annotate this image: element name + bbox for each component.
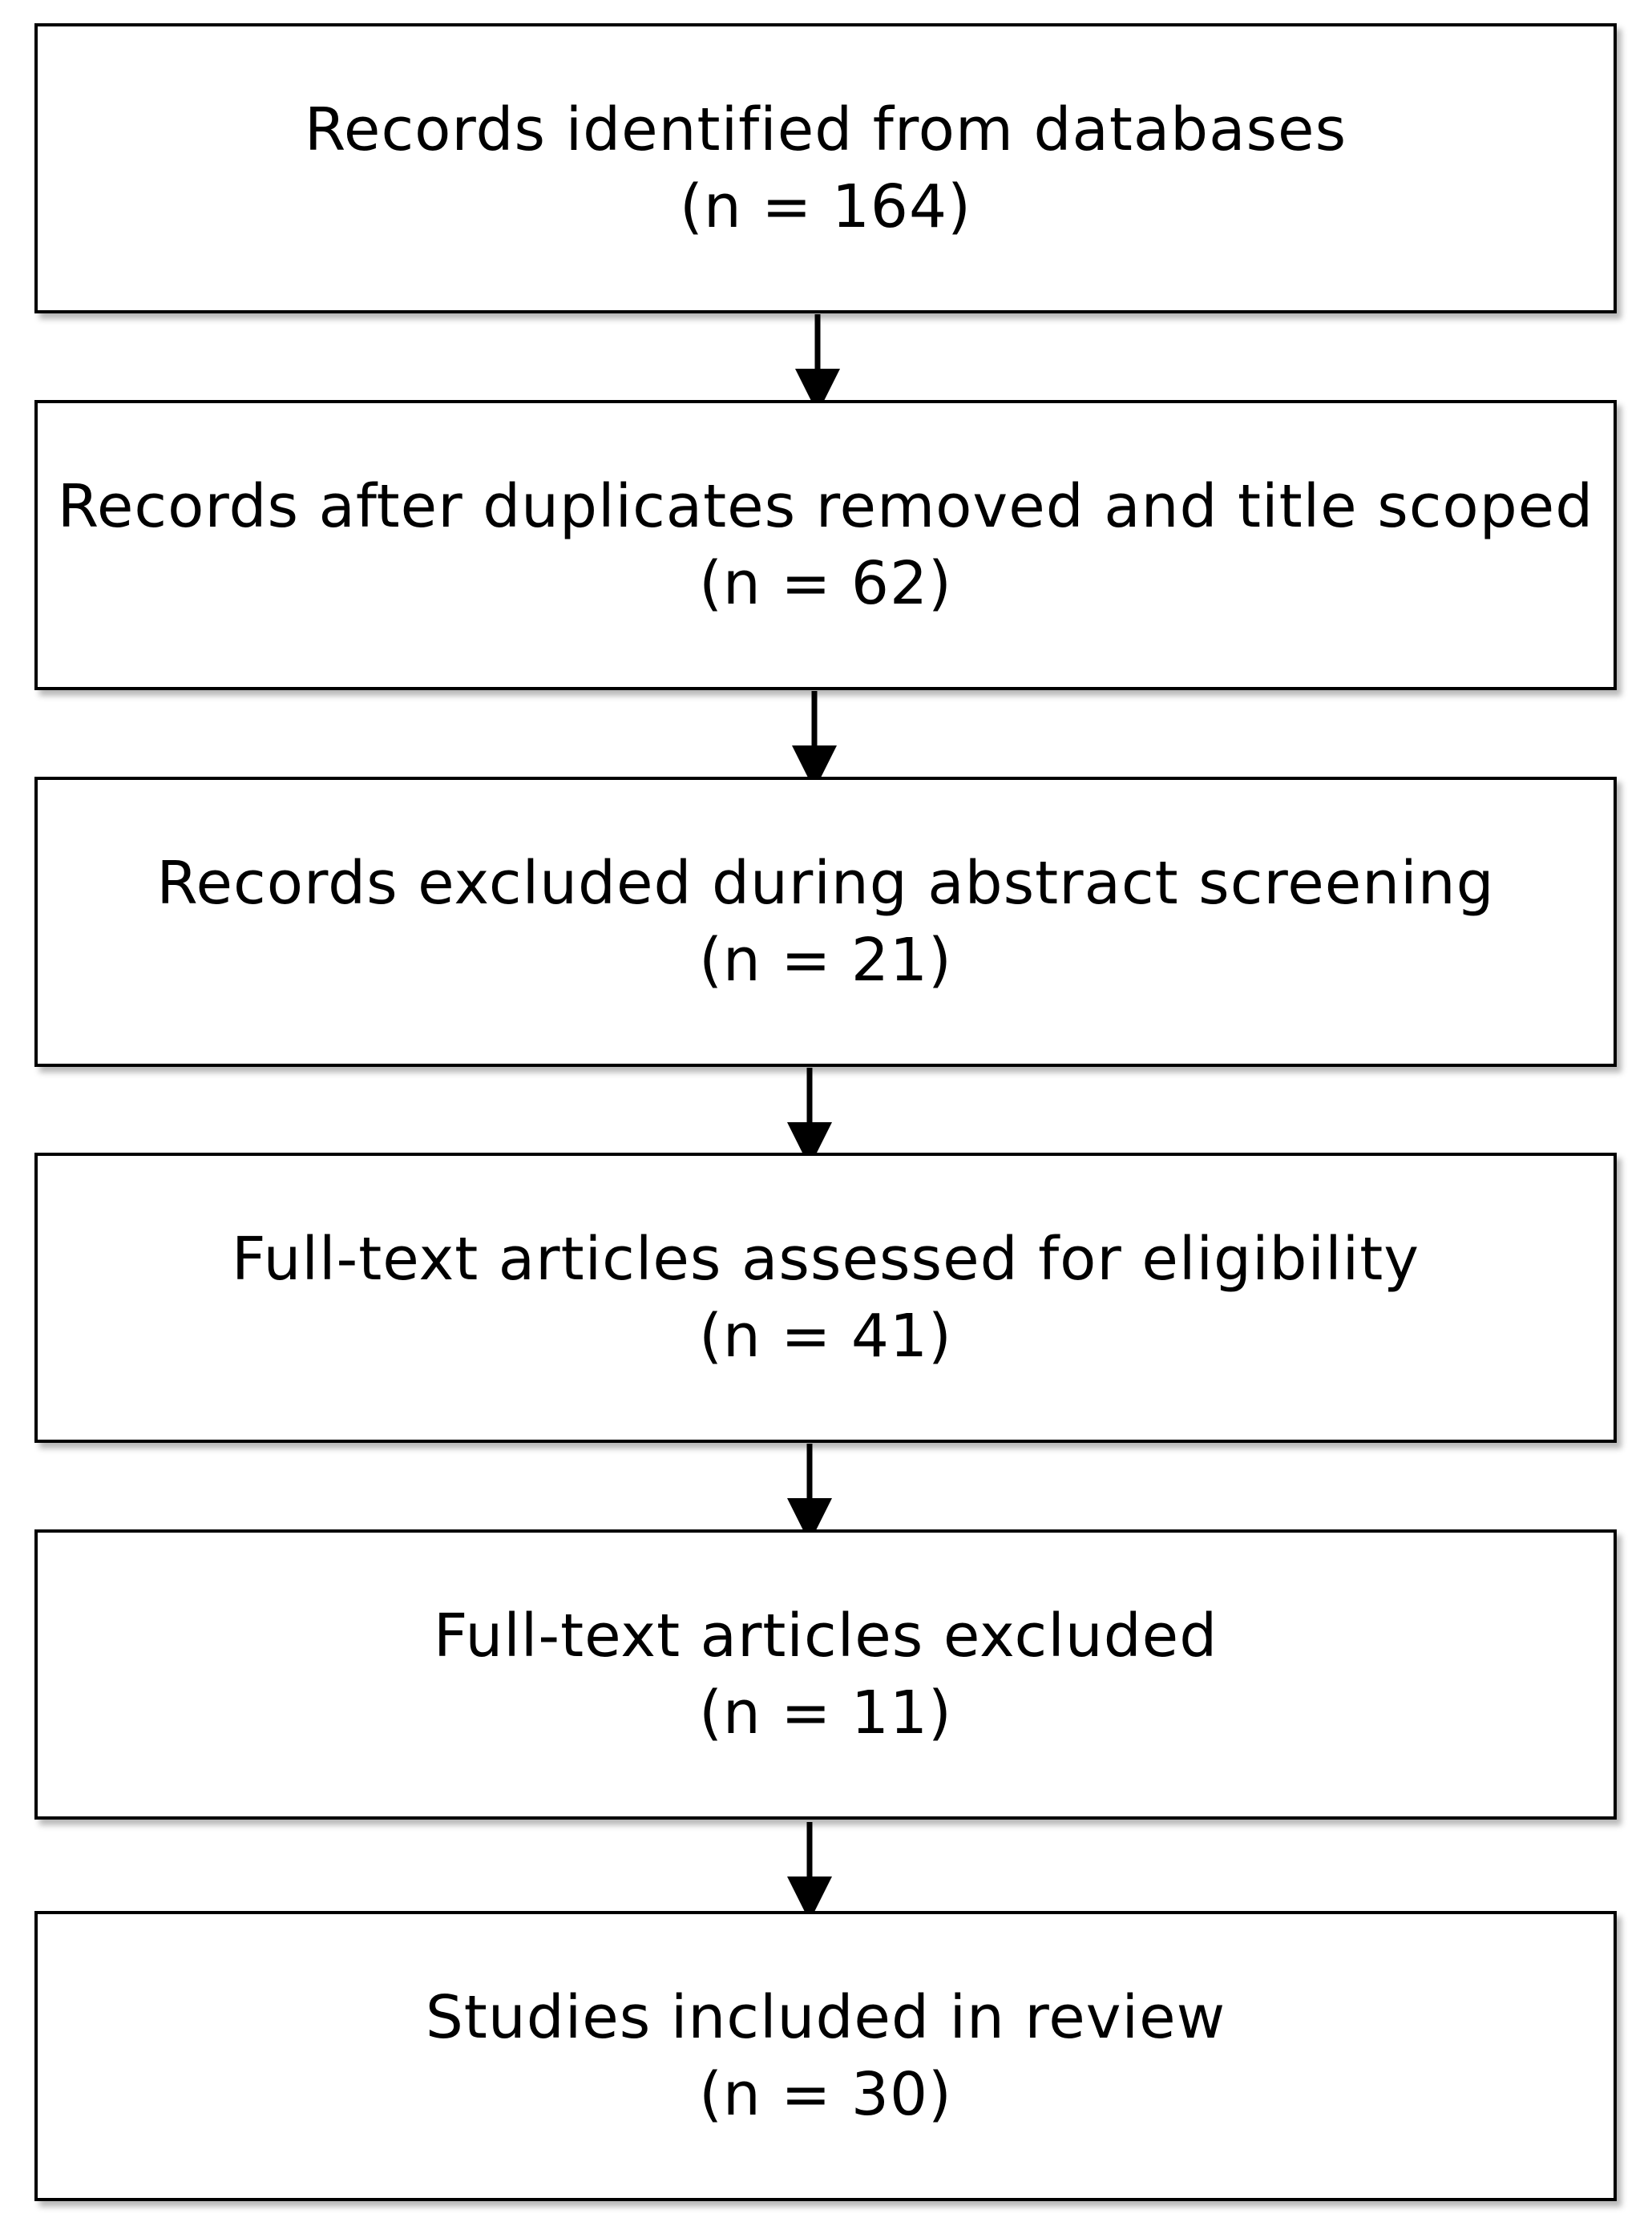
step-label: Full-text articles assessed for eligibil… [231,1225,1420,1294]
step-count: (n = 62) [699,549,952,618]
step-label: Full-text articles excluded [433,1602,1218,1670]
step-count: (n = 11) [699,1679,952,1747]
step-count: (n = 41) [699,1302,952,1371]
step-label: Studies included in review [425,1983,1226,2052]
step-label: Records excluded during abstract screeni… [156,849,1495,918]
flow-step-duplicates-removed: Records after duplicates removed and tit… [34,400,1617,690]
flow-step-abstract-screening-excluded: Records excluded during abstract screeni… [34,777,1617,1067]
step-count: (n = 30) [699,2060,952,2129]
step-count: (n = 21) [699,926,952,995]
step-label: Records identified from databases [304,95,1347,164]
flow-step-full-text-excluded: Full-text articles excluded (n = 11) [34,1529,1617,1820]
flow-step-studies-included: Studies included in review (n = 30) [34,1911,1617,2201]
step-count: (n = 164) [680,172,971,241]
flow-step-records-identified: Records identified from databases (n = 1… [34,23,1617,313]
step-label: Records after duplicates removed and tit… [57,472,1594,541]
flow-step-full-text-assessed: Full-text articles assessed for eligibil… [34,1153,1617,1443]
